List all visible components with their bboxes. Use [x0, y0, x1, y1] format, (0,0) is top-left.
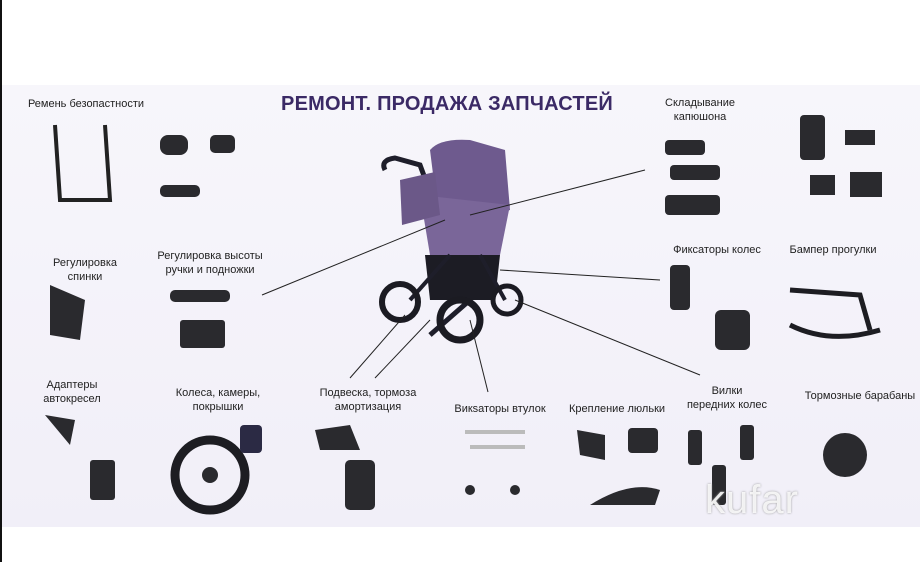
left-border: [0, 0, 2, 562]
label-hood-folding: Складывание капюшона: [665, 96, 735, 124]
label-brake-drums: Тормозные барабаны: [804, 390, 916, 402]
label-line: Вилки: [711, 385, 743, 397]
label-bumper: Бампер прогулки: [789, 244, 877, 256]
pointer-arrows: [261, 169, 701, 393]
kufar-watermark: kufar: [705, 478, 799, 522]
label-handle-adjust: Регулировка высоты ручки и подножки: [157, 249, 262, 277]
label-wheel-locks: Фиксаторы колес: [673, 244, 761, 256]
parts-images: [45, 115, 882, 515]
label-hubs: Викsаторы втулок: [454, 403, 546, 415]
label-line: капюшона: [673, 111, 727, 123]
label-line: спинки: [67, 271, 103, 283]
label-line: ручки и подножки: [165, 264, 255, 276]
page-title: РЕМОНТ. ПРОДАЖА ЗАПЧАСТЕЙ: [281, 93, 613, 115]
label-line: Регулировка: [52, 257, 118, 269]
label-line: Адаптеры: [46, 379, 98, 391]
label-line: покрышки: [192, 401, 244, 413]
label-line: амортизация: [334, 401, 402, 413]
label-line: Подвеска, тормоза: [319, 387, 417, 399]
label-line: Колеса, камеры,: [175, 387, 261, 399]
label-wheels: Колеса, камеры, покрышки: [176, 386, 260, 414]
label-line: Складывание: [665, 97, 735, 109]
label-carrycot-mount: Крепление люльки: [568, 403, 666, 415]
stroller-image: [379, 139, 524, 344]
label-front-forks: Вилки передних колес: [687, 384, 767, 412]
label-suspension: Подвеска, тормоза амортизация: [320, 386, 417, 414]
label-line: передних колес: [686, 399, 768, 411]
label-adapters: Адаптеры автокресел: [43, 378, 100, 406]
label-line: автокресел: [43, 393, 101, 405]
label-back-adjust: Регулировка спинки: [53, 256, 117, 284]
label-line: Регулировка высоты: [157, 250, 263, 262]
label-safety-belt: Ремень безопастности: [27, 98, 145, 110]
